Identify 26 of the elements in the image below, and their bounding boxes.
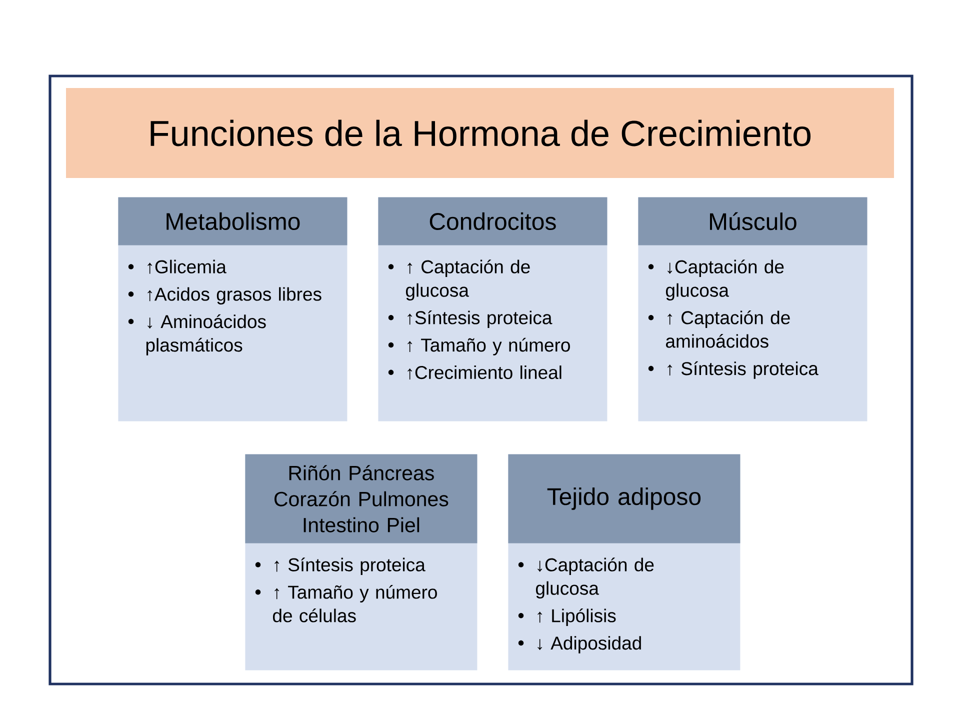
card-header: Tejido adiposo bbox=[508, 454, 740, 544]
list-item: ↓ Aminoácidos plasmáticos bbox=[146, 314, 266, 356]
list-item: ↑ Síntesis proteica bbox=[274, 558, 426, 576]
list-item: ↑Acidos grasos libres bbox=[148, 287, 322, 304]
title-banner: Funciones de la Hormona de Crecimiento bbox=[66, 88, 894, 178]
list-item: ↓Captación de glucosa bbox=[666, 260, 784, 301]
card bbox=[638, 197, 868, 422]
list-item: ↑Glicemia bbox=[148, 260, 226, 274]
list-item: ↑ Tamaño y número bbox=[408, 338, 570, 356]
card-header: Metabolismo bbox=[118, 197, 348, 246]
list-item: ↓Captación de glucosa bbox=[536, 558, 654, 599]
list-item: ↑ Lipólisis bbox=[538, 608, 616, 626]
card-header: Riñón Páncreas Corazón Pulmones Intestino Piel bbox=[245, 454, 478, 544]
list-item: ↑ Tamaño y número de células bbox=[273, 584, 437, 622]
card-header: Condrocitos bbox=[378, 197, 608, 246]
list-item: ↓ Adiposidad bbox=[538, 636, 641, 654]
card bbox=[378, 197, 608, 422]
card-header: Músculo bbox=[638, 197, 868, 246]
list-item: ↑Síntesis proteica bbox=[408, 310, 552, 328]
card bbox=[118, 197, 348, 422]
card bbox=[508, 454, 740, 670]
list-item: ↑ Captación de glucosa bbox=[406, 260, 530, 301]
list-item: ↑Crecimiento lineal bbox=[408, 366, 562, 380]
list-item: ↑ Captación de aminoácidos bbox=[666, 310, 790, 348]
card bbox=[245, 454, 478, 670]
list-item: ↑ Síntesis proteica bbox=[668, 361, 818, 379]
